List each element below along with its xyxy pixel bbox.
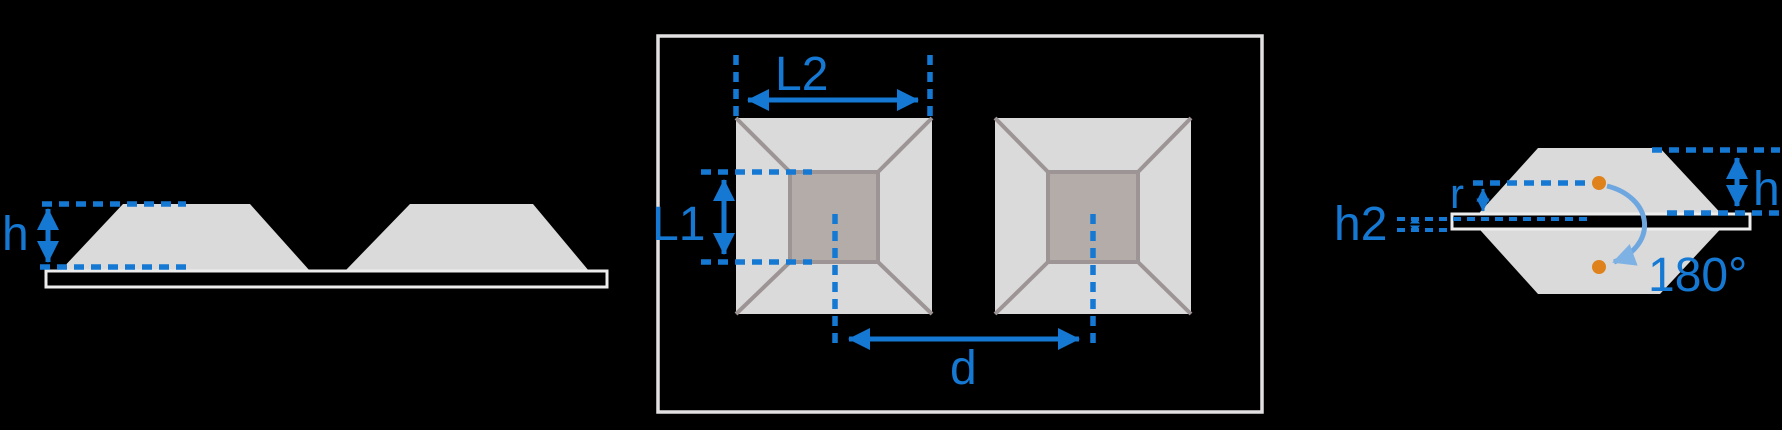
height-label-right: h: [1753, 163, 1780, 216]
pyramid-2-edge-topright: [1136, 116, 1193, 174]
panel-flipped-view: r h h2 180°: [1334, 147, 1780, 302]
pyramid-top-view-1: [734, 116, 934, 316]
h2-label: h2: [1334, 198, 1387, 251]
pivot-dot-bottom: [1592, 260, 1606, 274]
pyramid-1-edge-topleft: [734, 116, 792, 174]
pyramid-1-edge-topright: [876, 116, 934, 174]
rotation-arc-arrow: [1606, 183, 1648, 266]
pyramid-2-edge-bottomright: [1136, 260, 1193, 316]
panel-top-view: L2 L1 d: [652, 34, 1264, 414]
pyramid-top-view-2: [993, 116, 1193, 316]
r-label: r: [1450, 170, 1464, 217]
pyramid-1-edge-bottomleft: [734, 260, 792, 316]
pivot-dot-top: [1592, 176, 1606, 190]
pyramid-2-edge-bottomleft: [993, 260, 1050, 316]
d-label: d: [950, 342, 977, 395]
h2-arrowhead-up: [1410, 217, 1420, 224]
substrate-side-view: [44, 269, 609, 289]
L2-label: L2: [775, 48, 828, 101]
rotation-angle-label: 180°: [1648, 249, 1747, 302]
substrate-flipped-view: [1450, 212, 1752, 231]
h2-arrowhead-down: [1410, 225, 1420, 232]
trapezoid-structure-2: [345, 204, 589, 271]
pyramid-1-edge-bottomright: [876, 260, 934, 316]
L1-label: L1: [652, 198, 705, 251]
pyramid-2-edge-topleft: [993, 116, 1050, 174]
top-view-border-box: [656, 34, 1264, 414]
height-label: h: [2, 208, 29, 261]
h2-dimension-arrow: [1410, 217, 1420, 232]
trapezoid-structure-1: [60, 204, 310, 271]
panel-side-view: h: [2, 201, 609, 289]
